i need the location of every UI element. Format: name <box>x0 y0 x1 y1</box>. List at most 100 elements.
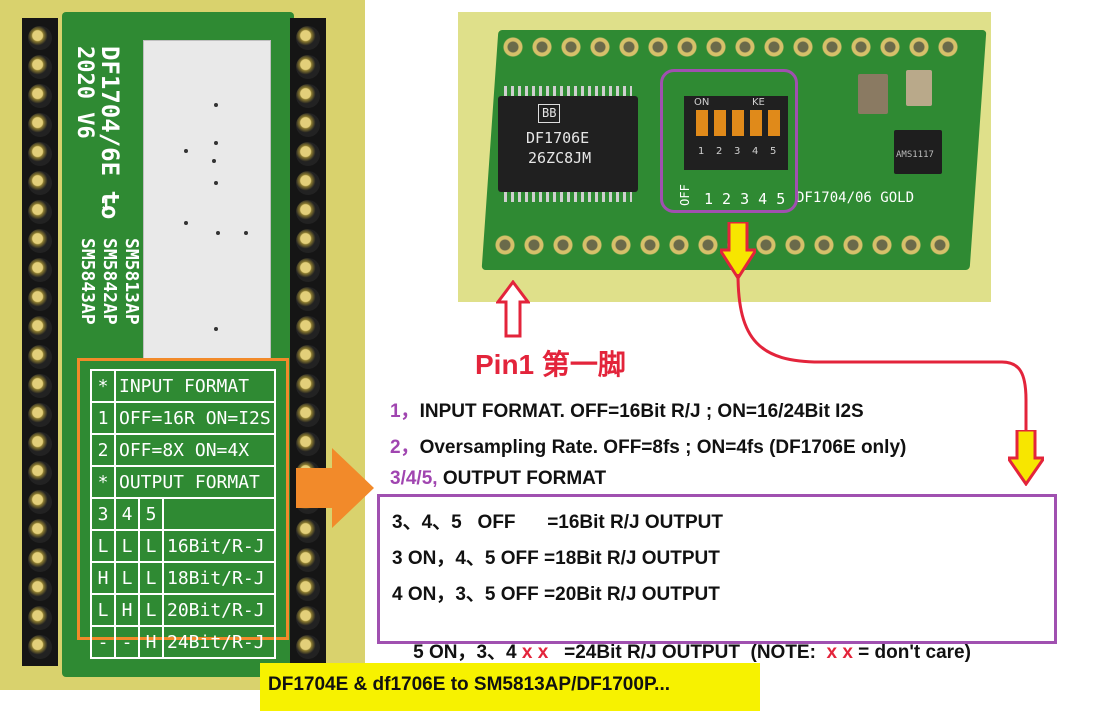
header-pin <box>28 519 52 543</box>
pcb-hole <box>697 234 719 256</box>
switch-num: 3 <box>90 497 116 531</box>
row-text: 5 ON，3、4 <box>413 642 522 663</box>
pcb-hole <box>813 234 835 256</box>
pin1-label: Pin1 第一脚 <box>475 349 626 380</box>
pcb-hole <box>494 234 516 256</box>
pin1-up-arrow-icon <box>496 280 530 338</box>
header-pin <box>28 345 52 369</box>
down-arrow-icon: → <box>94 198 119 212</box>
right-pin-header <box>290 18 326 666</box>
header-pin <box>28 113 52 137</box>
header-pin <box>296 142 320 166</box>
header-pin <box>28 577 52 601</box>
pcb-hole <box>610 234 632 256</box>
header-pin <box>296 26 320 50</box>
header-pin <box>28 287 52 311</box>
pcb-hole <box>705 36 727 58</box>
pcb-hole <box>850 36 872 58</box>
pcb-hole <box>900 234 922 256</box>
dip-switch: ON KE 1 2 3 4 5 <box>684 96 788 170</box>
sticker-dot <box>244 231 248 235</box>
table-cell: 24Bit/R-J <box>162 625 276 659</box>
pcb-hole <box>755 234 777 256</box>
output-row: 3 ON，4、5 OFF =18Bit R/J OUTPUT <box>392 548 720 569</box>
line-text: Oversampling Rate. OFF=8fs ; ON=4fs (DF1… <box>419 437 907 458</box>
dont-care-mark: x x <box>826 642 853 663</box>
table-cell: H <box>138 625 164 659</box>
pcb-hole <box>763 36 785 58</box>
table-cell: - <box>90 625 116 659</box>
header-pin <box>28 635 52 659</box>
dip-on-label: ON <box>694 97 710 108</box>
table-cell: L <box>138 593 164 627</box>
switch-pin-numbers: 1 2 3 4 5 <box>704 190 786 208</box>
header-pin <box>28 374 52 398</box>
regulator-text: AMS1117 <box>896 150 934 160</box>
sticker-dot <box>216 231 220 235</box>
header-pin <box>296 113 320 137</box>
dont-care-mark: x x <box>521 642 549 663</box>
table-cell: H <box>90 561 116 595</box>
switch2-desc: OFF=8X ON=4X <box>114 433 276 467</box>
version-text: 2020 V6 <box>72 46 97 139</box>
line-number: 1， <box>390 401 420 422</box>
table-cell: H <box>114 593 140 627</box>
table-cell: L <box>90 593 116 627</box>
dac-chip: BB DF1706E 26ZC8JM <box>498 86 638 202</box>
table-cell <box>162 497 276 531</box>
star-icon: * <box>90 465 116 499</box>
pcb-hole <box>792 36 814 58</box>
description-line: 3/4/5, OUTPUT FORMAT <box>390 468 606 490</box>
capacitor <box>906 70 932 106</box>
orange-arrow-icon <box>296 448 374 528</box>
table-cell: 18Bit/R-J <box>162 561 276 595</box>
switch-num: 2 <box>90 433 116 467</box>
header-pin <box>28 432 52 456</box>
dip-number: 2 <box>716 146 723 157</box>
header-pin <box>296 374 320 398</box>
yellow-down-arrow-icon <box>720 222 756 280</box>
header-pin <box>296 548 320 572</box>
pcb-hole <box>929 234 951 256</box>
star-icon: * <box>90 369 116 403</box>
dip-number: 5 <box>770 146 777 157</box>
table-cell: L <box>114 529 140 563</box>
pcb-hole <box>523 234 545 256</box>
description-line: 1，INPUT FORMAT. OFF=16Bit R/J ; ON=16/24… <box>390 396 864 423</box>
header-pin <box>28 142 52 166</box>
pcb-hole <box>560 36 582 58</box>
line-text: INPUT FORMAT. OFF=16Bit R/J ; ON=16/24Bi… <box>419 401 864 422</box>
header-pin <box>296 55 320 79</box>
output-row: 4 ON，3、5 OFF =20Bit R/J OUTPUT <box>392 584 720 605</box>
input-format-header: INPUT FORMAT <box>114 369 276 403</box>
switch-num: 4 <box>114 497 140 531</box>
sticker-dot <box>212 159 216 163</box>
table-cell: - <box>114 625 140 659</box>
sticker-dot <box>214 103 218 107</box>
dip-number: 1 <box>698 146 705 157</box>
table-cell: L <box>90 529 116 563</box>
switch-num: 5 <box>138 497 164 531</box>
header-pin <box>28 316 52 340</box>
sticker-dot <box>184 221 188 225</box>
header-pin <box>296 345 320 369</box>
header-pin <box>28 548 52 572</box>
line-text: OUTPUT FORMAT <box>437 468 607 489</box>
sticker-dot <box>214 327 218 331</box>
header-pin <box>28 26 52 50</box>
table-cell: L <box>138 529 164 563</box>
switch-num: 1 <box>90 401 116 435</box>
chip-part-number: DF1706E <box>526 129 590 147</box>
header-pin <box>296 316 320 340</box>
pcb-hole <box>871 234 893 256</box>
banner-text: DF1704E & df1706E to SM5813AP/DF1700P... <box>268 674 671 695</box>
dip-number: 3 <box>734 146 741 157</box>
header-pin <box>296 229 320 253</box>
pcb-hole <box>937 36 959 58</box>
row-text: =24Bit R/J OUTPUT (NOTE: <box>548 642 827 663</box>
header-pin <box>296 171 320 195</box>
chip-logo: BB <box>538 104 561 123</box>
dip-switch-highlight <box>660 69 798 213</box>
line-number: 2， <box>390 437 420 458</box>
row-text: = don't care) <box>852 642 971 663</box>
